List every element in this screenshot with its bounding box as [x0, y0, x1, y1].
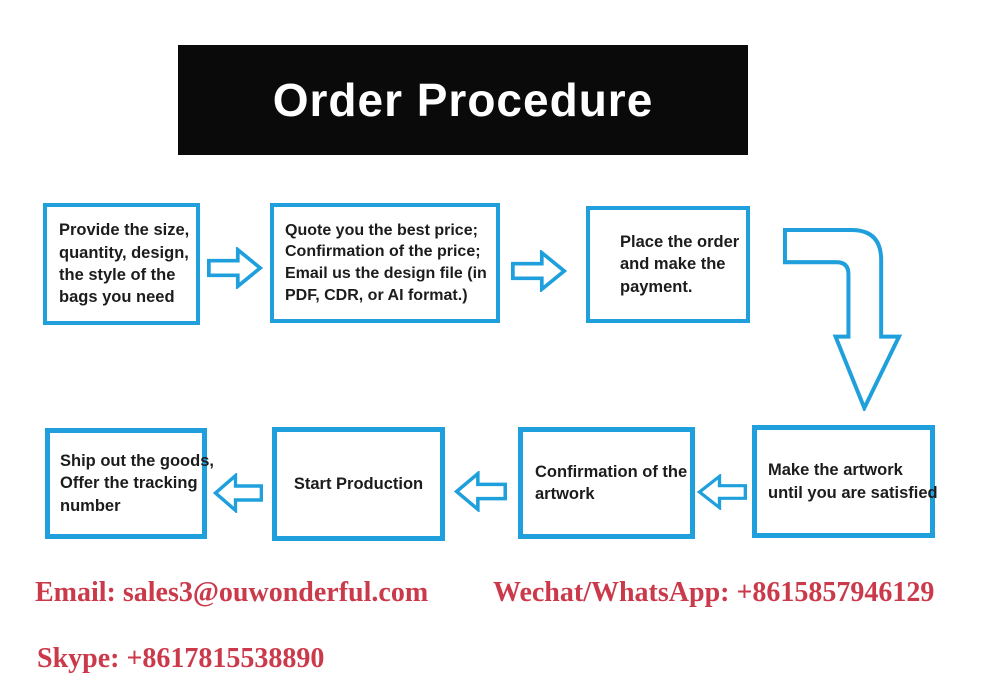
arrow-left-icon [213, 473, 263, 513]
step-label: Make the artwork until you are satisfied [768, 461, 938, 502]
arrow-left-icon [454, 471, 507, 512]
step-box-start-production: Start Production [272, 427, 445, 541]
page-title: Order Procedure [272, 74, 654, 126]
step-box-provide-details: Provide the size, quantity, design, the … [43, 203, 200, 325]
step-label: Ship out the goods, Offer the tracking n… [60, 452, 214, 515]
step-box-place-order: Place the order and make the payment. [586, 206, 750, 323]
step-label: Place the order and make the payment. [620, 233, 740, 296]
contact-wechat-whatsapp: Wechat/WhatsApp: +8615857946129 [493, 577, 935, 608]
contact-email: Email: sales3@ouwonderful.com [35, 577, 429, 608]
step-label: Quote you the best price; Confirmation o… [285, 221, 487, 304]
step-box-make-artwork: Make the artwork until you are satisfied [752, 425, 938, 538]
arrow-right-icon [511, 250, 567, 292]
arrow-left-icon [697, 474, 747, 510]
contact-skype: Skype: +8617815538890 [37, 643, 325, 674]
curved-down-arrow-icon [783, 228, 902, 411]
step-box-confirm-artwork: Confirmation of the artwork [518, 427, 695, 539]
step-label: Confirmation of the artwork [535, 462, 688, 503]
header-banner: Order Procedure [178, 45, 748, 155]
step-label: Start Production [293, 474, 424, 493]
step-box-quote-price: Quote you the best price; Confirmation o… [270, 203, 500, 323]
step-box-ship-goods: Ship out the goods, Offer the tracking n… [45, 428, 214, 539]
arrow-right-icon [207, 247, 263, 289]
step-label: Provide the size, quantity, design, the … [59, 221, 190, 307]
